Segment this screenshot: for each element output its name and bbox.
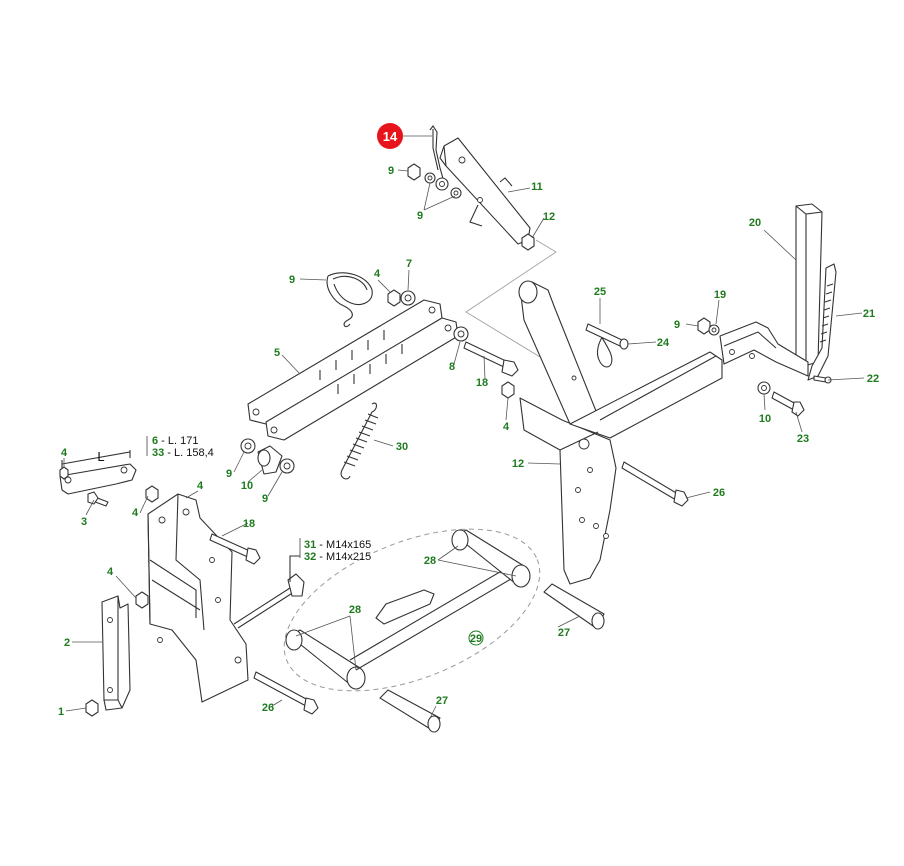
label-9-mid[interactable]: 8 <box>449 361 455 373</box>
label-30[interactable]: 30 <box>396 441 408 453</box>
part-19-bracket <box>719 321 809 377</box>
label-18-upper[interactable]: 18 <box>476 377 488 389</box>
label-28-lower[interactable]: 28 <box>349 604 361 616</box>
part-9-washer-lower-right <box>279 458 295 474</box>
label-4-left[interactable]: 4 <box>132 507 139 519</box>
part-29-roller-assembly <box>283 528 541 692</box>
part-4-nut-main-frame <box>501 381 515 399</box>
dimension-L: L <box>97 449 104 464</box>
note-32-num: 32 <box>304 551 316 563</box>
part-18-bolt-lower <box>209 533 261 565</box>
label-4-left-bracket[interactable]: 4 <box>107 566 114 578</box>
label-20[interactable]: 20 <box>749 217 761 229</box>
label-9-lower-left-washer[interactable]: 9 <box>226 468 232 480</box>
label-18-lower[interactable]: 18 <box>243 518 255 530</box>
part-9-washer-lower-left <box>240 438 256 454</box>
label-10-spacer[interactable]: 10 <box>241 480 253 492</box>
part-23-bolt <box>771 391 805 417</box>
label-27-lower[interactable]: 27 <box>436 695 448 707</box>
note-link-length-33: 33 - L. 158,4 <box>152 447 214 459</box>
note-6-text: - L. 171 <box>158 435 198 447</box>
part-13-washers-top <box>424 172 462 199</box>
note-33-num: 33 <box>152 447 164 459</box>
label-22[interactable]: 22 <box>867 373 879 385</box>
part-13-washer-right <box>708 324 720 336</box>
leader-lines <box>63 135 865 719</box>
label-1[interactable]: 1 <box>58 706 64 718</box>
label-17[interactable]: 12 <box>512 458 524 470</box>
part-14-spring-clip <box>429 125 445 183</box>
label-3[interactable]: 3 <box>81 516 87 528</box>
label-27-right[interactable]: 27 <box>558 627 570 639</box>
part-27-pin-right <box>543 583 605 630</box>
note-bolt-size-32: 32 - M14x215 <box>304 551 371 563</box>
label-4-main[interactable]: 4 <box>503 421 510 433</box>
label-15[interactable]: 11 <box>531 181 543 193</box>
label-2[interactable]: 2 <box>64 637 70 649</box>
part-30-spring <box>340 402 379 480</box>
label-19[interactable]: 19 <box>714 289 726 301</box>
part-4-nut-left-frame <box>145 485 159 503</box>
part-4-nut-upper <box>387 289 401 307</box>
label-5-left-frame[interactable]: 4 <box>197 480 204 492</box>
label-28-upper[interactable]: 28 <box>424 555 436 567</box>
note-6-num: 6 <box>152 435 158 447</box>
note-link-length-6: 6 - L. 171 <box>152 435 198 447</box>
label-16[interactable]: 12 <box>543 211 555 223</box>
part-8-link-arms <box>247 299 459 441</box>
part-9-washer-mid <box>453 326 469 342</box>
label-11[interactable]: 9 <box>289 274 295 286</box>
note-32-text: - M14x215 <box>316 551 371 563</box>
label-12-top[interactable]: 9 <box>388 165 394 177</box>
note-31-num: 31 <box>304 539 316 551</box>
part-18-bolt-upper <box>463 341 519 377</box>
part-10-spacer <box>257 445 283 475</box>
label-25[interactable]: 25 <box>594 286 606 298</box>
label-7[interactable]: 4 <box>61 447 68 459</box>
label-9-upper[interactable]: 7 <box>406 258 412 270</box>
label-29[interactable]: 29 <box>470 633 482 645</box>
label-12-right[interactable]: 9 <box>674 319 680 331</box>
part-16-nut <box>521 233 535 251</box>
part-21-gauge <box>807 263 837 381</box>
part-3-bolt <box>87 491 109 507</box>
part-12-nut-top <box>407 163 421 181</box>
label-9-lower-right-washer[interactable]: 9 <box>262 493 268 505</box>
highlight-label: 14 <box>383 129 398 144</box>
highlight-badge[interactable] <box>377 123 403 149</box>
part-9-washer-upper <box>400 290 416 306</box>
label-21[interactable]: 21 <box>863 308 875 320</box>
part-31-32-bolt <box>233 555 305 629</box>
part-4-nut-mid-frame <box>135 591 149 609</box>
label-13-right[interactable]: 10 <box>759 413 771 425</box>
callout-14-highlight[interactable]: 14 <box>377 123 403 149</box>
note-33-text: - L. 158,4 <box>164 447 214 459</box>
label-23[interactable]: 23 <box>797 433 809 445</box>
part-labels: 9 9 11 12 9 4 7 5 8 18 30 9 9 9 9 10 25 … <box>274 165 879 499</box>
part-15-bracket <box>439 137 531 245</box>
part-1-nut <box>85 699 99 717</box>
part-13-washer-lower-right <box>757 381 771 395</box>
part-24-pin <box>585 323 629 350</box>
label-13-top[interactable]: 9 <box>417 210 423 222</box>
label-8[interactable]: 5 <box>274 347 280 359</box>
part-26-bolt-right <box>621 461 689 507</box>
label-29-ring <box>468 630 484 646</box>
part-17-main-frame <box>518 280 723 585</box>
note-bolt-size-31: 31 - M14x165 <box>304 539 371 551</box>
note-31-text: - M14x165 <box>316 539 371 551</box>
label-26-lower[interactable]: 26 <box>262 702 274 714</box>
part-2-bracket <box>101 595 131 711</box>
part-27-pin-lower <box>379 689 441 733</box>
label-24[interactable]: 24 <box>657 337 670 349</box>
label-26-right[interactable]: 26 <box>713 487 725 499</box>
part-11-handle <box>326 272 373 328</box>
part-26-bolt-lower <box>253 671 319 715</box>
label-4-upper[interactable]: 4 <box>374 268 381 280</box>
